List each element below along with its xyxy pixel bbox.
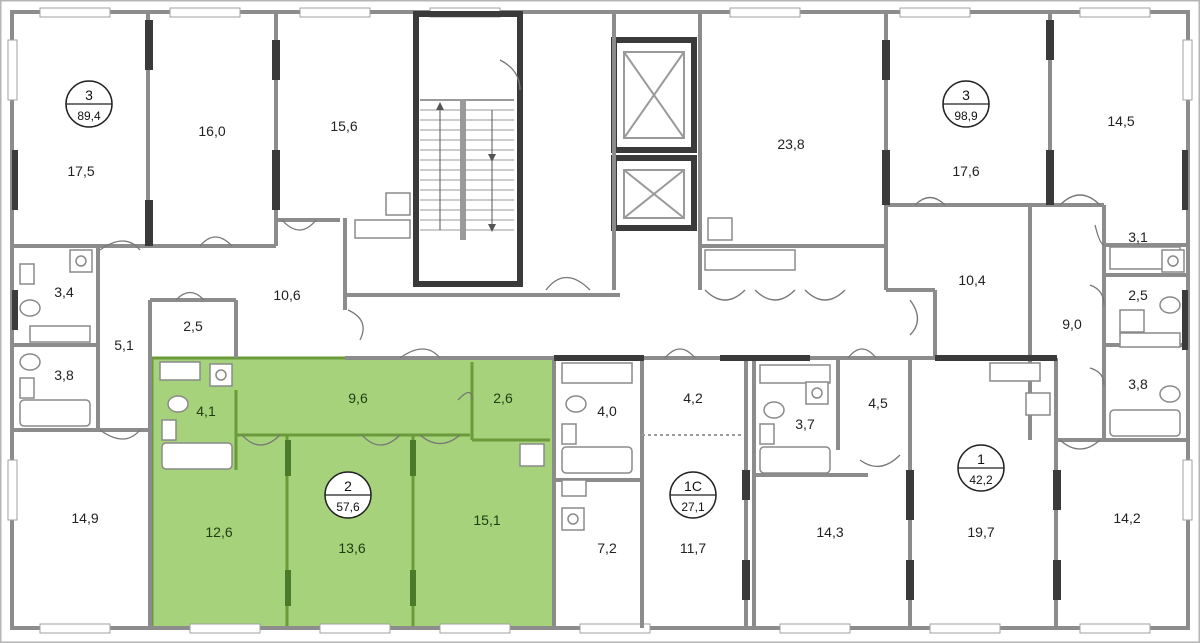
apartment-badge-selected[interactable]: 2 57,6	[324, 471, 372, 519]
room-area: 9,6	[348, 390, 368, 406]
room-area: 3,1	[1128, 229, 1148, 245]
apartment-area: 27,1	[681, 500, 705, 514]
apartment-badge[interactable]: 1С 27,1	[669, 471, 717, 519]
room-area: 14,2	[1113, 510, 1140, 526]
room-area: 16,0	[198, 123, 225, 139]
room-area: 13,6	[338, 540, 365, 556]
room-area: 15,1	[473, 512, 500, 528]
room-area: 2,6	[493, 390, 513, 406]
room-area: 17,6	[952, 163, 979, 179]
room-area: 4,5	[868, 395, 888, 411]
door-swing-icon	[99, 59, 1105, 467]
room-area: 15,6	[330, 118, 357, 134]
apartment-rooms: 3	[962, 87, 970, 103]
apartment-area: 98,9	[954, 109, 978, 123]
apartment-area: 42,2	[969, 473, 993, 487]
room-area: 10,6	[273, 287, 300, 303]
room-area: 23,8	[777, 136, 804, 152]
sink-icon	[69, 192, 1185, 531]
room-area: 3,8	[1128, 376, 1148, 392]
room-area: 2,5	[183, 318, 203, 334]
room-area: 10,4	[958, 272, 985, 288]
room-area: 3,4	[54, 284, 74, 300]
room-area: 4,0	[597, 403, 617, 419]
bathtub-icon	[19, 219, 1181, 474]
apartment-rooms: 2	[344, 478, 352, 494]
apartment-rooms: 1	[977, 451, 985, 467]
toilet-icon	[19, 263, 1181, 445]
apartment-badge[interactable]: 3 89,4	[65, 80, 113, 128]
room-area: 7,2	[597, 540, 617, 556]
room-area: 17,5	[67, 163, 94, 179]
room-area: 14,9	[71, 510, 98, 526]
room-area: 14,5	[1107, 113, 1134, 129]
apartment-badge[interactable]: 1 42,2	[957, 444, 1005, 492]
apartment-rooms: 3	[85, 87, 93, 103]
elevator-icon	[623, 51, 685, 219]
room-area: 11,7	[680, 540, 706, 556]
apartment-2-selected-area[interactable]	[150, 356, 556, 630]
room-area: 3,7	[795, 416, 815, 432]
room-area: 4,1	[196, 403, 216, 419]
stairs-icon	[420, 99, 514, 240]
room-area: 4,2	[683, 390, 703, 406]
room-area: 2,5	[1128, 287, 1148, 303]
room-area-labels: 17,5 16,0 15,6 23,8 17,6 14,5 3,4 5,1 3,…	[54, 113, 1148, 556]
room-area: 5,1	[114, 337, 134, 353]
room-area: 12,6	[205, 524, 232, 540]
room-area: 19,7	[967, 524, 994, 540]
interior-walls	[12, 11, 1188, 628]
apartment-area: 89,4	[77, 109, 101, 123]
apartment-badge[interactable]: 3 98,9	[942, 80, 990, 128]
room-area: 14,3	[816, 524, 843, 540]
room-area: 3,8	[54, 367, 74, 383]
room-area: 9,0	[1062, 316, 1082, 332]
apartment-area: 57,6	[336, 500, 360, 514]
apartment-rooms: 1С	[684, 478, 702, 494]
